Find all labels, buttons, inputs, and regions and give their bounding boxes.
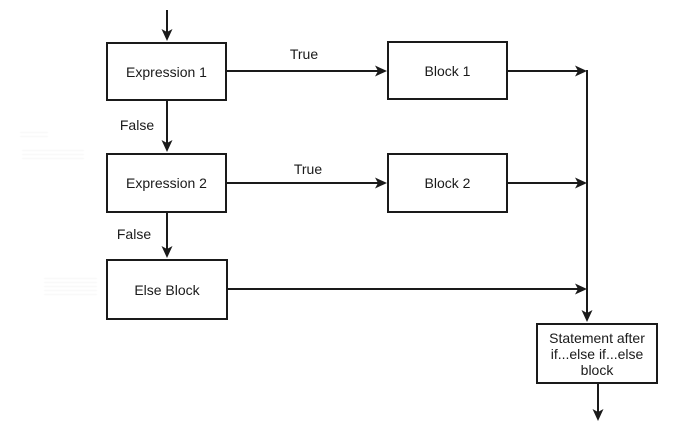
watermark-smudge: [22, 148, 84, 159]
else-out-arrowhead-icon: [575, 283, 587, 295]
watermark-smudge: [44, 276, 97, 295]
edge-label-false-1: False: [119, 117, 155, 133]
block2-out-arrowhead-icon: [575, 177, 587, 189]
edge-label-false-2: False: [116, 226, 152, 242]
expr1-true-arrowhead-icon: [375, 65, 387, 77]
node-statement-after-line-1: Statement after: [549, 329, 645, 346]
expr2-true-arrowhead-icon: [375, 177, 387, 189]
statement-out-arrowhead-icon: [592, 409, 604, 421]
node-expression-1-label: Expression 1: [126, 63, 207, 80]
node-block-1-label: Block 1: [424, 62, 471, 79]
expr1-false-arrowhead-icon: [161, 140, 173, 152]
node-block-2: Block 2: [387, 153, 508, 213]
node-expression-1: Expression 1: [106, 42, 227, 101]
expr2-false-arrowhead-icon: [161, 246, 173, 258]
node-statement-after-line-3: block: [580, 361, 614, 378]
node-else-block-label: Else Block: [134, 281, 200, 298]
node-statement-after: Statement after if...else if...else bloc…: [536, 323, 658, 384]
node-statement-after-line-2: if...else if...else: [550, 345, 644, 362]
entry-arrowhead-icon: [161, 29, 173, 41]
node-block-1: Block 1: [387, 41, 508, 100]
node-else-block: Else Block: [106, 259, 228, 320]
watermark-smudge: [20, 132, 48, 137]
node-expression-2: Expression 2: [106, 153, 227, 213]
node-expression-2-label: Expression 2: [126, 175, 207, 191]
edge-label-true-2: True: [293, 161, 323, 177]
collector-arrowhead-icon: [581, 310, 593, 322]
block1-out-arrowhead-icon: [575, 65, 587, 77]
node-block-2-label: Block 2: [424, 175, 471, 191]
edge-label-true-1: True: [289, 46, 319, 62]
